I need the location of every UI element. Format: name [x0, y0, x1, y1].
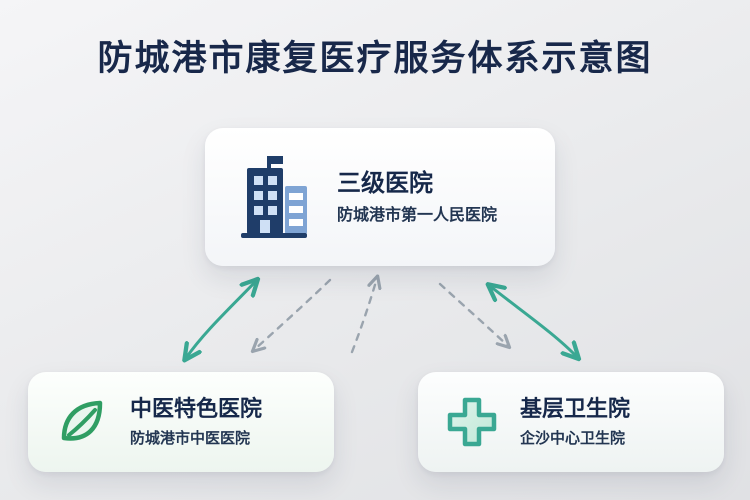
node-subtitle: 企沙中心卫生院	[520, 428, 626, 447]
node-title: 基层卫生院	[520, 397, 631, 423]
node-grassroots-health-center: 基层卫生院 企沙中心卫生院	[418, 372, 724, 472]
leaf-icon	[54, 394, 110, 450]
arrow-dashed-right	[438, 282, 508, 346]
node-subtitle: 防城港市中医医院	[130, 428, 251, 447]
arrow-top-left-solid	[186, 281, 256, 358]
node-title: 中医特色医院	[130, 397, 263, 423]
node-subtitle: 防城港市第一人民医院	[337, 205, 498, 225]
node-title: 三级医院	[337, 168, 433, 197]
arrow-top-right-solid	[490, 286, 577, 357]
node-tcm-hospital: 中医特色医院 防城港市中医医院	[28, 372, 334, 472]
arrow-dashed-left	[254, 278, 332, 350]
diagram-title: 防城港市康复医疗服务体系示意图	[97, 39, 653, 79]
node-tertiary-hospital: 三级医院 防城港市第一人民医院	[205, 128, 555, 266]
hospital-building-icon	[237, 154, 311, 240]
arrow-dashed-middle	[350, 278, 377, 354]
medical-cross-icon	[444, 394, 500, 450]
